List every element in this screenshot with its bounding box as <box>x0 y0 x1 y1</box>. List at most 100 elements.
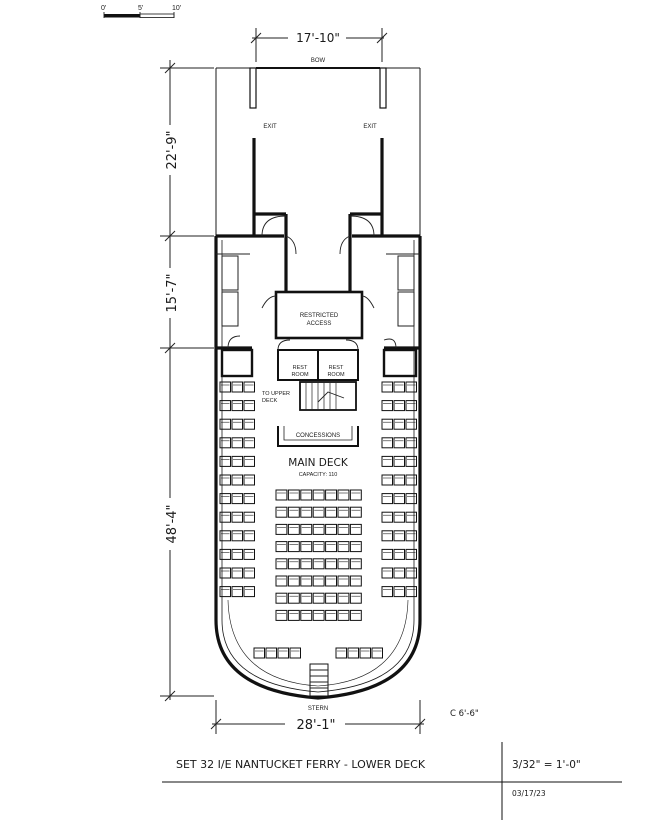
seat <box>325 575 338 587</box>
seat-row-center <box>275 489 362 501</box>
seat <box>219 381 231 393</box>
seat <box>405 474 417 486</box>
seat <box>405 493 417 505</box>
upper-deck-label-line1: TO UPPER <box>262 391 290 397</box>
seat-row-left <box>219 511 255 523</box>
seat <box>381 455 393 467</box>
seat-row-right <box>381 511 417 523</box>
seat <box>287 541 300 553</box>
seat <box>243 418 255 430</box>
seat-row-left <box>219 437 255 449</box>
seat <box>275 609 288 621</box>
seat <box>219 511 231 523</box>
seat-row-left <box>219 381 255 393</box>
scale-bar: 0' 5' 10' <box>101 5 181 18</box>
mid-section <box>216 212 420 411</box>
seat <box>347 647 359 659</box>
seat <box>231 567 243 579</box>
seat-row-left <box>219 400 255 412</box>
seat <box>275 489 288 501</box>
seat <box>405 400 417 412</box>
seat <box>275 506 288 518</box>
seat <box>219 567 231 579</box>
seat-row-stern-right <box>335 647 383 659</box>
seat <box>325 592 338 604</box>
seat-row-right <box>381 474 417 486</box>
seat <box>287 575 300 587</box>
seat-row-right <box>381 455 417 467</box>
seat-row-left <box>219 548 255 560</box>
seat <box>219 548 231 560</box>
seat <box>337 609 350 621</box>
seat-row-center <box>275 506 362 518</box>
seat <box>381 493 393 505</box>
seat <box>231 400 243 412</box>
scale-label-0: 0' <box>101 5 106 12</box>
seat <box>243 511 255 523</box>
seat <box>381 381 393 393</box>
seat-row-right <box>381 381 417 393</box>
seat <box>243 530 255 542</box>
seat <box>325 541 338 553</box>
top-width-label: 17'-10" <box>296 31 340 45</box>
seat <box>337 558 350 570</box>
upper-deck-label-line2: DECK <box>262 398 278 404</box>
seat-row-right <box>381 586 417 598</box>
seat-row-stern-left <box>253 647 301 659</box>
seat <box>335 647 347 659</box>
seat <box>405 437 417 449</box>
seat <box>253 647 265 659</box>
seat-row-left <box>219 567 255 579</box>
exit-left-label: EXIT <box>263 124 277 130</box>
aft-length-label: 48'-4" <box>165 504 180 543</box>
seat <box>277 647 289 659</box>
seat <box>393 418 405 430</box>
seat <box>381 511 393 523</box>
seat <box>405 548 417 560</box>
seat <box>243 474 255 486</box>
title-block: SET 32 I/E NANTUCKET FERRY - LOWER DECK … <box>162 742 622 820</box>
seat <box>275 592 288 604</box>
seat <box>325 523 338 535</box>
seat <box>219 586 231 598</box>
seat <box>405 418 417 430</box>
seat <box>300 541 313 553</box>
seat <box>312 558 325 570</box>
seat <box>231 437 243 449</box>
concessions-counter <box>277 426 359 447</box>
seat <box>287 506 300 518</box>
seat-row-center <box>275 575 362 587</box>
seat <box>300 575 313 587</box>
seat <box>312 609 325 621</box>
exit-right-label: EXIT <box>363 124 377 130</box>
scale-label-5: 5' <box>138 5 143 12</box>
seat <box>337 575 350 587</box>
seat <box>287 592 300 604</box>
mid-length-label: 15'-7" <box>165 273 180 312</box>
seat <box>300 609 313 621</box>
seat <box>393 548 405 560</box>
seating <box>219 381 417 659</box>
seat <box>243 437 255 449</box>
capacity-label: CAPACITY: 110 <box>299 472 338 478</box>
seat-row-right <box>381 530 417 542</box>
seat <box>275 575 288 587</box>
seat <box>393 455 405 467</box>
seat-row-left <box>219 586 255 598</box>
seat <box>381 437 393 449</box>
seat-row-right <box>381 437 417 449</box>
rest-room-left-line1: REST <box>293 365 308 371</box>
seat <box>393 474 405 486</box>
drawing-scale: 3/32" = 1'-0" <box>512 759 581 771</box>
seat <box>287 523 300 535</box>
seat-row-left <box>219 474 255 486</box>
seat <box>349 541 362 553</box>
seat-row-right <box>381 400 417 412</box>
seat <box>219 530 231 542</box>
seat <box>393 381 405 393</box>
seat-row-right <box>381 548 417 560</box>
seat <box>337 592 350 604</box>
seat <box>393 437 405 449</box>
seat <box>231 474 243 486</box>
seat <box>219 493 231 505</box>
